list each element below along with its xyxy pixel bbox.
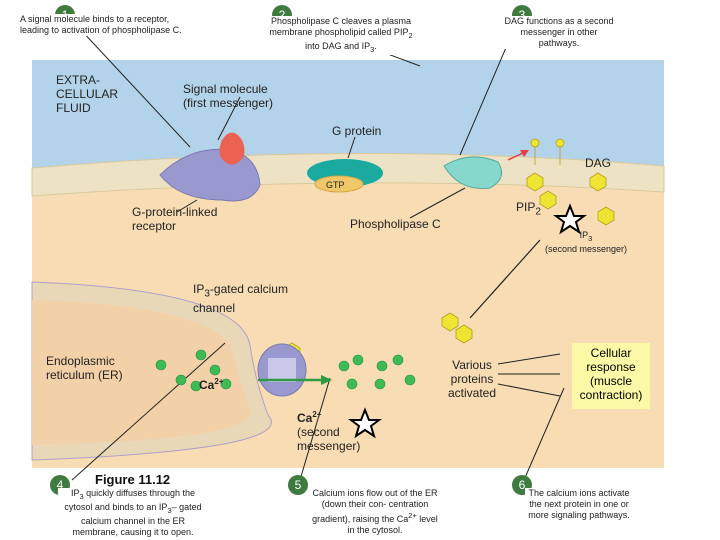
- pip2-molecules: [526, 172, 607, 210]
- extracellular-label: EXTRA- CELLULAR FLUID: [56, 73, 119, 115]
- er-label: Endoplasmic reticulum (ER): [46, 354, 123, 382]
- g-protein-label: G protein: [332, 124, 382, 138]
- pointer-signal: [217, 96, 241, 141]
- pointer-receptor: [176, 199, 198, 213]
- dag-arrowhead: [520, 150, 529, 157]
- er-lumen: [32, 300, 251, 445]
- callout-line-5: [299, 377, 331, 481]
- pip2-label: PIP2: [516, 200, 541, 218]
- gtp-label: GTP: [326, 180, 345, 190]
- signal-molecule-label: Signal molecule (first messenger): [183, 82, 274, 110]
- step-3-text: DAG functions as a second messenger in o…: [504, 16, 614, 49]
- pointer-phospholipase: [409, 187, 466, 219]
- proteins-label: Various proteins activated: [447, 358, 497, 400]
- pointer-gprotein: [347, 136, 356, 159]
- gtp-bead: [314, 175, 364, 193]
- star-ip3: [553, 203, 587, 235]
- cellular-response-box: Cellular response (muscle contraction): [572, 343, 650, 409]
- step-2-text: Phospholipase C cleaves a plasma membran…: [262, 16, 420, 55]
- response-arrow-1: [497, 353, 561, 365]
- receptor-label: G-protein-linked receptor: [132, 205, 218, 233]
- phospholipase-label: Phospholipase C: [350, 217, 441, 231]
- ca-flow-arrowhead: [321, 375, 332, 385]
- phospholipase-c: [443, 156, 503, 190]
- star-ca: [348, 407, 382, 439]
- callout-line-6: [523, 387, 565, 481]
- step-5-text: Calcium ions flow out of the ER (down th…: [310, 488, 440, 536]
- signal-molecule: [219, 132, 245, 165]
- response-arrow-3: [497, 383, 561, 397]
- ip3-label: IP3(second messenger): [544, 230, 628, 254]
- ip3-diffusion-arrow: [469, 239, 541, 319]
- step-5-badge: 5: [288, 475, 308, 495]
- step-4-text: IP3 quickly diffuses through the cytosol…: [58, 488, 208, 538]
- calcium-ions: [155, 349, 416, 392]
- callout-line-1: [66, 14, 191, 148]
- ca-label: Ca2+: [199, 377, 224, 392]
- callout-line-4: [71, 342, 226, 481]
- step-6-text: The calcium ions activate the next prote…: [525, 488, 633, 521]
- channel-pore: [268, 358, 296, 382]
- step-1-text: A signal molecule binds to a receptor, l…: [20, 14, 200, 36]
- figure-title: Figure 11.12: [95, 472, 171, 487]
- dag-label: DAG: [585, 156, 612, 170]
- channel-label: IP3-gated calcium channel: [193, 282, 288, 316]
- dag-molecules: [530, 138, 565, 165]
- ca-second-messenger-label: Ca2+(second messenger): [297, 410, 361, 453]
